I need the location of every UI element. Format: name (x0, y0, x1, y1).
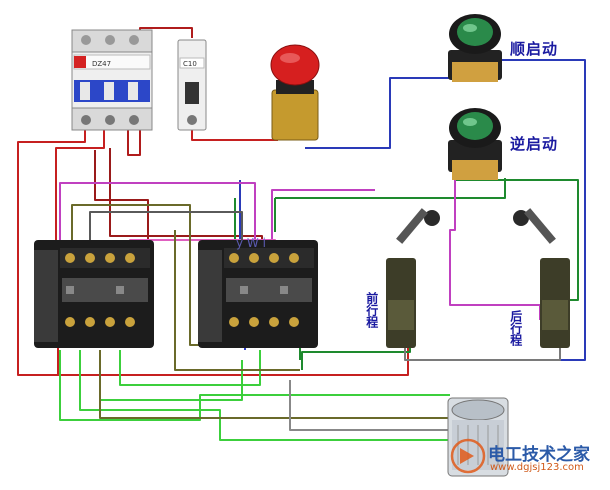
wire-magenta-3 (271, 189, 375, 245)
forward-start-label: 顺启动 (510, 40, 559, 58)
watermark-logo (450, 438, 486, 474)
wire-green-2 (274, 178, 506, 232)
reverse-start-label: 逆启动 (510, 135, 559, 153)
wire-olive-3 (174, 230, 300, 371)
wire-darkred-1 (94, 150, 149, 243)
wire-red-l2 (55, 130, 105, 255)
contactor-km1 (34, 240, 154, 348)
wire-olive-4 (99, 350, 450, 419)
contactor-km2 (198, 240, 318, 348)
front-limit-label: 前行程 (364, 292, 379, 328)
breaker-1pole: C10 (177, 39, 207, 131)
emergency-stop-button (270, 44, 320, 141)
wire-lgreen-1 (59, 350, 450, 421)
forward-start-button (448, 14, 502, 82)
watermark-site-name: 电工技术之家 (488, 445, 590, 465)
rear-limit-switch (513, 208, 570, 348)
reverse-start-button (448, 108, 502, 180)
wire-blue-top (305, 77, 460, 149)
wire-gray-2 (289, 380, 450, 431)
overlay-watermark-text: y W l (236, 236, 266, 250)
wire-blue-ctrl (500, 59, 586, 361)
wire-magenta-2 (449, 168, 541, 320)
wire-gray-1 (404, 340, 561, 361)
breaker1p-rating-text: C10 (183, 60, 197, 68)
wire-red-bottom (57, 340, 409, 376)
watermark-site-url: www.dgjsj123.com (490, 462, 584, 473)
breaker-brand-text: DZ47 (92, 60, 111, 68)
wire-magenta-1 (59, 182, 256, 255)
breaker-3pole: DZ47 (71, 29, 153, 131)
front-limit-switch (386, 208, 440, 348)
wire-lgreen-2 (79, 350, 450, 441)
wire-red-ctrl (191, 128, 278, 141)
wire-olive-2 (89, 211, 243, 245)
wire-lgreen-4 (119, 350, 261, 386)
rear-limit-label: 后行程 (508, 310, 523, 346)
